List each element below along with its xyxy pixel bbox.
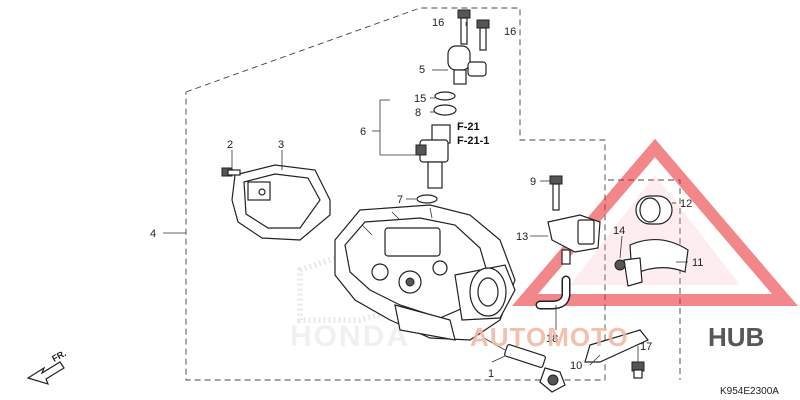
ref-f21: F-21 xyxy=(457,121,480,133)
diagram-code: K954E2300A xyxy=(720,386,779,397)
callout-2: 2 xyxy=(227,139,233,151)
callout-5: 5 xyxy=(419,64,425,76)
leader-lines xyxy=(163,22,688,366)
callout-6: 6 xyxy=(360,126,366,138)
callout-12: 12 xyxy=(680,198,692,210)
callout-17: 17 xyxy=(640,341,652,353)
idle-control-valve xyxy=(483,337,566,393)
bolt-part-2 xyxy=(221,167,241,177)
front-direction-arrow: FR. xyxy=(26,348,68,385)
callout-8: 8 xyxy=(415,107,421,119)
honda-faint-text: HONDA xyxy=(290,320,410,353)
callout-11: 11 xyxy=(692,257,703,269)
ref-f21-1: F-21-1 xyxy=(457,135,489,147)
callout-16b: 16 xyxy=(504,26,516,38)
watermark-brand: AUTOMOTO HUB xyxy=(470,322,764,352)
callouts: 1 2 3 4 5 6 7 8 9 10 11 12 13 14 15 16 1… xyxy=(150,17,703,380)
callout-1: 1 xyxy=(488,368,494,380)
front-direction-label: FR. xyxy=(50,348,67,364)
callout-16a: 16 xyxy=(432,17,444,29)
callout-15: 15 xyxy=(414,93,426,105)
hose-clamp-11 xyxy=(614,239,689,287)
callout-18: 18 xyxy=(546,333,558,345)
assembly-boundary xyxy=(185,7,606,381)
hose-clamp-12 xyxy=(635,195,673,225)
callout-7: 7 xyxy=(397,194,403,206)
watermark-brand-right: HUB xyxy=(708,322,764,352)
callout-10: 10 xyxy=(570,360,582,372)
fuel-injector xyxy=(415,91,457,204)
throttle-body xyxy=(334,204,516,341)
bracket-part-10 xyxy=(584,329,649,379)
throttle-cover xyxy=(231,164,331,241)
callout-3: 3 xyxy=(278,139,284,151)
watermark-brand-left: AUTOMOTO xyxy=(470,322,629,352)
callout-14: 14 xyxy=(613,225,625,237)
callout-9: 9 xyxy=(530,176,536,188)
map-sensor xyxy=(547,175,601,265)
vacuum-hose xyxy=(535,275,571,310)
callout-4: 4 xyxy=(150,228,156,240)
sensor-part-5 xyxy=(447,9,490,85)
callout-13: 13 xyxy=(516,231,528,243)
